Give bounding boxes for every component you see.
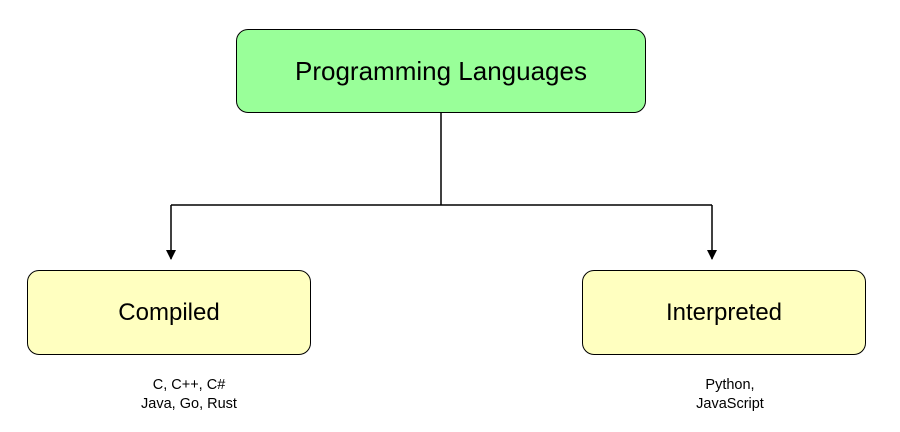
- root-node-label: Programming Languages: [295, 55, 587, 86]
- interpreted-example-line: Python,: [705, 377, 755, 393]
- compiled-example-line: C, C++, C#: [152, 377, 226, 393]
- interpreted-examples: Python, JavaScript: [630, 376, 830, 414]
- compiled-example-line: Java, Go, Rust: [141, 396, 237, 412]
- compiled-node-label: Compiled: [118, 298, 220, 326]
- node-interpreted: Interpreted: [582, 270, 866, 355]
- interpreted-node-label: Interpreted: [665, 298, 783, 326]
- root-node-programming-languages: Programming Languages: [236, 29, 646, 113]
- node-compiled: Compiled: [27, 270, 311, 355]
- compiled-examples: C, C++, C# Java, Go, Rust: [89, 376, 289, 414]
- interpreted-example-line: JavaScript: [696, 396, 764, 412]
